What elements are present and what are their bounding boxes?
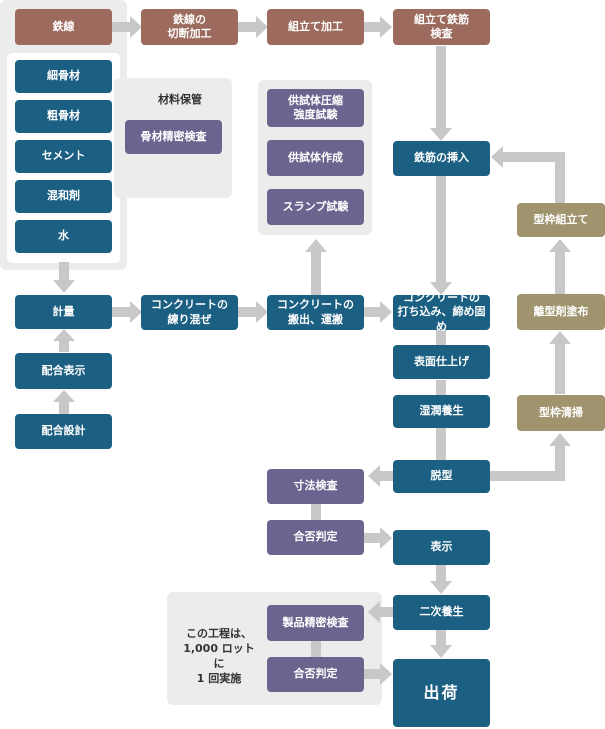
connector-product-to-passfail	[311, 641, 321, 657]
arrowhead-display-to-weighing	[53, 329, 75, 341]
arrow-assembly-to-inspection	[364, 22, 382, 32]
arrow-materials-to-weighing	[59, 262, 69, 282]
node-cement: セメント	[15, 140, 112, 173]
arrow-passfail2-to-shipment	[364, 669, 382, 679]
arrowhead-passfail2-to-shipment	[380, 663, 392, 685]
node-specimen-making: 供試体作成	[267, 140, 364, 176]
arrowhead-weighing-to-mixing	[130, 301, 142, 323]
arrowhead-demold-to-dimension	[368, 465, 380, 487]
arrow-passfail1-to-marking	[364, 533, 382, 543]
node-moist-curing: 湿潤養生	[393, 395, 490, 428]
arrowhead-wire-to-cutting	[130, 16, 142, 38]
node-transport: コンクリートの 搬出、運搬	[267, 295, 364, 330]
arrowhead-curing-to-shipment	[430, 645, 452, 658]
note-material-storage: 材料保管	[158, 93, 202, 106]
node-admixture: 混和剤	[15, 180, 112, 213]
arrowhead-assembly-to-inspection	[380, 16, 392, 38]
arrow-insertion-to-placing	[436, 176, 446, 284]
arrowhead-release-to-assembly	[549, 239, 571, 252]
arrow-release-to-assembly	[555, 250, 565, 294]
connector-placing-to-surface	[436, 330, 446, 345]
arrowhead-insertion-to-placing	[430, 282, 452, 295]
arrow-design-to-display	[59, 399, 69, 415]
node-pass-fail-1: 合否判定	[267, 520, 364, 555]
arrow-weighing-to-mixing	[112, 307, 132, 317]
connector-curing-to-demold	[436, 428, 446, 461]
node-secondary-curing: 二次養生	[393, 595, 490, 630]
arrow-curing-to-shipment	[436, 630, 446, 647]
note-lot-frequency: この工程は、 1,000 ロットに 1 回実施	[183, 627, 255, 685]
node-mix-display: 配合表示	[15, 353, 112, 389]
node-iron-wire: 鉄線	[15, 9, 112, 45]
arrow-demold-vertical	[555, 444, 565, 481]
arrow-curing-to-product-inspection	[378, 607, 394, 617]
node-release-agent: 離型剤塗布	[517, 294, 605, 330]
node-dimension-inspection: 寸法検査	[267, 469, 364, 504]
node-coarse-aggregate: 粗骨材	[15, 100, 112, 133]
node-rebar-inspection: 組立て鉄筋 検査	[393, 9, 490, 45]
arrowhead-materials-to-weighing	[53, 280, 75, 293]
node-demolding: 脱型	[393, 460, 490, 493]
arrow-inspection-to-insertion	[436, 46, 446, 130]
node-form-assembly: 型枠組立て	[517, 203, 605, 237]
arrowhead-marking-to-curing	[430, 581, 452, 594]
node-fine-aggregate: 細骨材	[15, 60, 112, 93]
connector-dimension-to-passfail	[311, 504, 321, 520]
arrow-transport-to-tests	[311, 250, 321, 295]
arrow-cutting-to-assembly	[238, 22, 258, 32]
node-mixing: コンクリートの 練り混ぜ	[141, 295, 238, 330]
arrowhead-cutting-to-assembly	[256, 16, 268, 38]
arrow-demold-horizontal	[490, 471, 565, 481]
arrow-demold-to-dimension	[378, 471, 394, 481]
arrowhead-design-to-display	[53, 390, 75, 402]
node-assembly-processing: 組立て加工	[267, 9, 364, 45]
arrowhead-passfail1-to-marking	[380, 527, 392, 549]
arrow-form-loop-horizontal	[502, 152, 565, 162]
node-compression-test: 供試体圧縮 強度試験	[267, 89, 364, 127]
arrow-transport-to-placing	[364, 307, 382, 317]
node-marking: 表示	[393, 530, 490, 565]
arrowhead-demold-to-cleaning	[549, 433, 571, 446]
node-product-inspection: 製品精密検査	[267, 605, 364, 641]
node-water: 水	[15, 220, 112, 253]
node-weighing: 計量	[15, 295, 112, 329]
node-surface-finish: 表面仕上げ	[393, 345, 490, 379]
connector-surface-to-curing	[436, 380, 446, 395]
arrowhead-curing-to-product-inspection	[368, 601, 380, 623]
arrowhead-inspection-to-insertion	[430, 128, 452, 141]
arrow-marking-to-curing	[436, 565, 446, 583]
node-mix-design: 配合設計	[15, 414, 112, 449]
arrow-cleaning-to-release	[555, 342, 565, 394]
arrow-wire-to-cutting	[112, 22, 132, 32]
node-form-cleaning: 型枠清掃	[517, 395, 605, 431]
arrow-mixing-to-transport	[238, 307, 258, 317]
node-rebar-insertion: 鉄筋の挿入	[393, 141, 490, 176]
node-pass-fail-2: 合否判定	[267, 657, 364, 692]
arrow-form-loop-vertical	[555, 152, 565, 205]
node-aggregate-inspection: 骨材精密検査	[125, 120, 222, 154]
arrow-display-to-weighing	[59, 338, 69, 352]
node-slump-test: スランプ試験	[267, 189, 364, 225]
node-placing: コンクリートの 打ち込み、締め固め	[393, 291, 490, 333]
node-shipment: 出荷	[393, 659, 490, 727]
arrowhead-mixing-to-transport	[256, 301, 268, 323]
arrowhead-transport-to-placing	[380, 301, 392, 323]
arrowhead-transport-to-tests	[305, 239, 327, 252]
arrowhead-form-to-insertion	[491, 146, 503, 168]
node-cutting-bending: 鉄線の 切断加工	[141, 9, 238, 45]
arrowhead-cleaning-to-release	[549, 331, 571, 344]
